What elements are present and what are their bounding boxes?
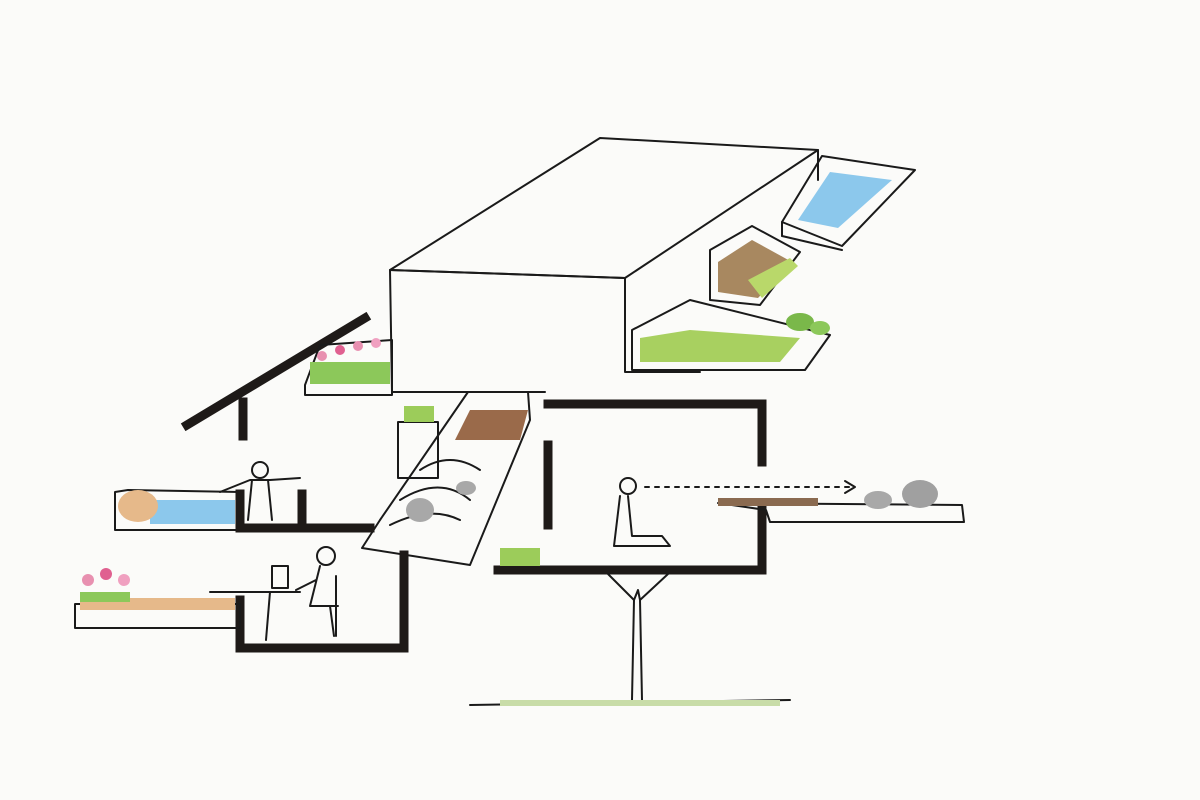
wooden-deck-ledge — [709, 225, 801, 306]
small-planter — [397, 406, 439, 479]
floor-plants — [500, 548, 540, 566]
flower-planter-upper — [304, 338, 393, 396]
tree-support — [469, 573, 791, 706]
flower-bed-lower — [74, 568, 241, 629]
person-at-desk-icon — [209, 546, 339, 641]
zen-garden-ramp — [361, 391, 531, 566]
swimming-person-icon — [219, 461, 301, 521]
zen-rock — [406, 498, 434, 522]
rooftop-pool — [781, 155, 916, 251]
building-front-top-edge — [389, 269, 626, 279]
pool-water — [798, 172, 892, 228]
sand-rock — [118, 490, 158, 522]
meditating-person-icon — [613, 477, 671, 547]
meditation-room — [493, 399, 856, 575]
left-water-pool — [114, 461, 301, 531]
shrub — [786, 313, 814, 331]
slanted-roof-beam — [180, 311, 372, 432]
rock — [864, 491, 892, 509]
rock-garden-ledge — [717, 480, 965, 523]
green-garden-ledge — [631, 299, 831, 371]
building-front-right-edge — [624, 277, 701, 373]
